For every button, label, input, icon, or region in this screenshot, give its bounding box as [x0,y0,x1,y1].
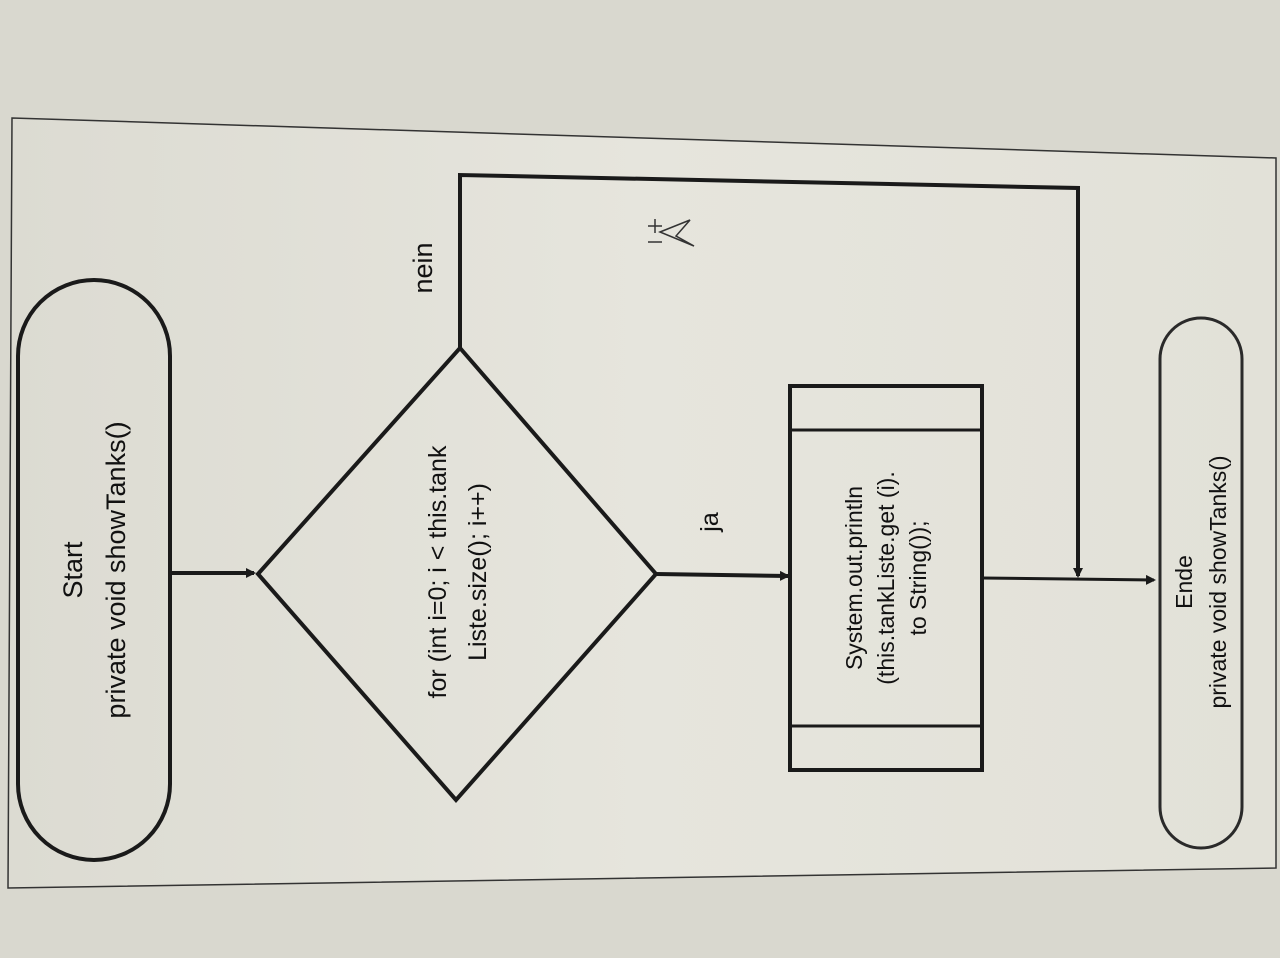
branch-no-label: nein [408,242,438,293]
start-terminator-shape [16,278,172,862]
start-node: Start private void showTanks() [16,278,172,862]
end-label: Ende [1171,555,1197,609]
loop-exit-connector [458,172,1083,578]
decision-condition-line2: Liste.size(); i++) [464,483,492,661]
paper-sheet [7,117,1277,889]
process-node: System.out.println (this.tankListe.get (… [788,384,984,772]
cursor-icon [648,219,695,247]
end-terminator-shape [1158,316,1244,850]
arrow-decision-to-process [655,570,790,581]
start-label: Start [58,541,88,599]
process-statement-line3: to String()); [905,520,931,635]
end-signature: private void showTanks() [1205,455,1231,708]
end-node: Ende private void showTanks() [1158,316,1244,850]
decision-condition-line1: for (int i=0; i < this.tank [424,445,452,698]
arrow-process-to-end [981,574,1156,585]
start-signature: private void showTanks() [101,421,131,718]
branch-yes-label: ja [696,512,724,533]
process-statement-line1: System.out.println [841,486,867,670]
process-statement-line2: (this.tankListe.get (i). [873,471,899,684]
